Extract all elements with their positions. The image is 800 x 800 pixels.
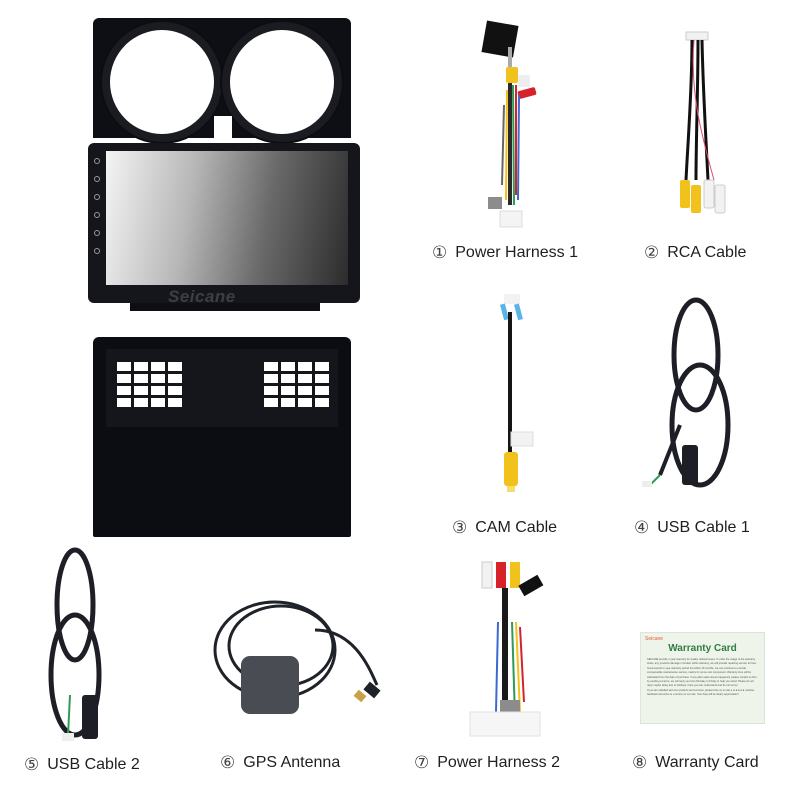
warranty-card: Seicane Warranty Card SEICANE provide 1 …: [640, 632, 765, 724]
brand-watermark: Seicane: [168, 287, 236, 306]
warranty-card-body: SEICANE provide 1 year warranty for qual…: [647, 658, 757, 697]
usb-cable-2-image: [48, 547, 102, 741]
mic-icon: [94, 158, 100, 164]
vent-grid-left: [117, 362, 182, 407]
bezel-notch: [214, 116, 232, 138]
dash-bezel-top: [93, 18, 351, 138]
gps-antenna-image: [213, 600, 381, 714]
power-icon: [94, 176, 100, 182]
rca-cable-image: [680, 31, 726, 214]
side-button-strip: [92, 158, 102, 254]
gauge-ring-right: [230, 30, 334, 134]
usb-cable-1-image: [642, 297, 731, 488]
power-harness-1-image: [481, 20, 537, 228]
vent-grid-right: [264, 362, 329, 407]
air-vent: [106, 349, 338, 427]
warranty-card-brand: Seicane: [645, 636, 664, 642]
back-icon: [94, 212, 100, 218]
home-icon: [94, 194, 100, 200]
dash-bezel-lower: [93, 337, 351, 537]
gauge-ring-left: [110, 30, 214, 134]
power-harness-2-image: [469, 561, 544, 737]
cam-cable-image: [499, 294, 534, 492]
warranty-card-title: Warranty Card: [668, 643, 737, 654]
head-unit-screen-frame: Seicane: [88, 143, 360, 306]
mounting-clips: [130, 303, 320, 311]
display-screen: [106, 151, 348, 285]
volume-up-icon: [94, 230, 100, 236]
volume-down-icon: [94, 248, 100, 254]
